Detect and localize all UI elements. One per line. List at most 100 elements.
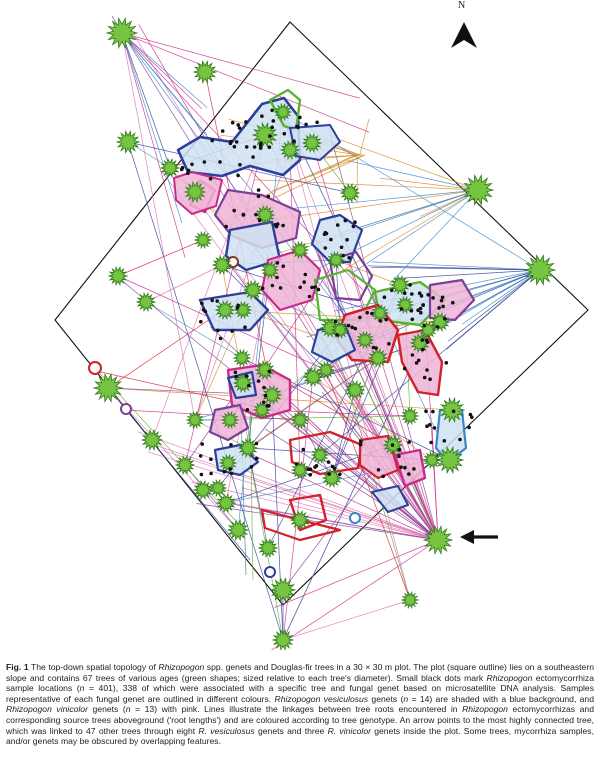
sample-dot	[329, 237, 333, 242]
root-link	[124, 409, 301, 421]
sample-dot	[261, 400, 266, 405]
sample-dot	[202, 160, 207, 164]
root-link	[247, 269, 271, 449]
genet-outline	[328, 250, 374, 302]
sample-dot	[229, 443, 233, 447]
root-link	[448, 269, 541, 342]
sample-dot	[428, 422, 432, 427]
tree-icon	[105, 17, 139, 49]
sample-dot	[234, 140, 239, 144]
sample-dot	[262, 385, 266, 390]
sample-dot	[232, 208, 236, 213]
sample-dot	[333, 319, 338, 324]
tree-icon	[400, 406, 420, 426]
sample-dot	[210, 138, 214, 143]
tree-icon	[251, 121, 279, 149]
sample-dot	[256, 188, 261, 192]
tree-icon	[389, 274, 411, 296]
sample-dot	[410, 292, 414, 296]
sample-dot	[266, 194, 271, 199]
figure-label: Fig. 1	[6, 662, 29, 672]
sample-dot	[365, 310, 370, 315]
sample-dot	[468, 412, 473, 417]
sample-dot	[382, 295, 387, 300]
sample-dot	[180, 165, 185, 170]
tree-icon	[237, 437, 259, 459]
root-link	[380, 177, 479, 191]
sample-dot	[278, 286, 283, 290]
sample-dot	[313, 465, 317, 469]
sample-dot	[402, 366, 407, 371]
sample-dot	[295, 124, 299, 129]
sample-dot	[437, 306, 441, 310]
sample-dot	[444, 361, 449, 365]
sample-dot	[267, 369, 272, 374]
sample-dot	[353, 326, 358, 331]
tree-icon	[461, 174, 495, 206]
root-link	[270, 539, 439, 650]
caption-segment: spp. genets and Douglas-fir trees in a 3…	[6, 662, 594, 683]
sample-dot	[313, 285, 317, 289]
sample-dot	[200, 301, 204, 306]
tree-icon	[140, 428, 164, 452]
sample-dot	[244, 120, 248, 124]
sample-dot	[270, 108, 274, 113]
root-link	[117, 239, 204, 277]
sample-dot	[260, 286, 265, 291]
caption-text: The top-down spatial topology of Rhizopo…	[6, 662, 594, 746]
sample-dot	[407, 440, 412, 444]
sample-dot	[230, 329, 234, 333]
sample-dot	[199, 319, 203, 324]
sample-dot	[384, 317, 389, 322]
root-link	[254, 179, 479, 191]
root-link	[335, 259, 341, 331]
tree-icon	[211, 254, 233, 276]
sample-dot	[470, 415, 474, 420]
tree-icon	[269, 576, 297, 604]
sample-dot	[345, 237, 349, 242]
trees-layer	[92, 17, 557, 650]
caption-segment: n	[79, 683, 85, 694]
root-link	[327, 134, 479, 191]
root-link	[271, 394, 284, 641]
sample-dot	[424, 338, 429, 343]
tree-icon	[316, 360, 336, 380]
tree-icon	[310, 445, 330, 465]
tree-icon	[260, 260, 280, 280]
sample-dot	[441, 304, 445, 309]
tree-icon	[208, 478, 228, 498]
sample-dot	[429, 440, 433, 445]
sample-dot	[412, 467, 416, 471]
tree-icon	[261, 384, 283, 406]
root-link	[282, 599, 411, 641]
sample-dot	[208, 177, 213, 181]
root-link	[274, 189, 479, 220]
sample-dot	[245, 408, 250, 412]
sample-dot	[199, 472, 204, 477]
sample-dot	[236, 173, 240, 178]
tree-icon	[159, 157, 181, 179]
sample-dot	[407, 472, 411, 476]
tree-icon	[289, 509, 311, 531]
caption-segment: genets and three	[254, 725, 328, 736]
sample-dot	[256, 379, 261, 383]
tree-icon	[438, 396, 466, 424]
north-arrow-icon	[451, 22, 477, 48]
sample-dot	[418, 306, 423, 311]
sample-dot	[302, 280, 307, 284]
tree-icon	[135, 291, 157, 313]
sample-dot	[258, 146, 263, 150]
sample-dot	[236, 123, 240, 127]
sample-dot	[303, 272, 308, 277]
sample-dot	[307, 294, 312, 299]
genet-outline	[120, 403, 132, 415]
sample-dot	[301, 447, 306, 452]
sample-dot	[410, 353, 415, 357]
sample-dot	[409, 309, 414, 313]
genet-outline	[428, 278, 476, 322]
root-link	[394, 269, 541, 280]
caption-segment: genets (	[87, 704, 126, 715]
sample-dot	[198, 454, 203, 458]
sample-dot	[378, 319, 383, 323]
tree-icon	[290, 240, 310, 260]
